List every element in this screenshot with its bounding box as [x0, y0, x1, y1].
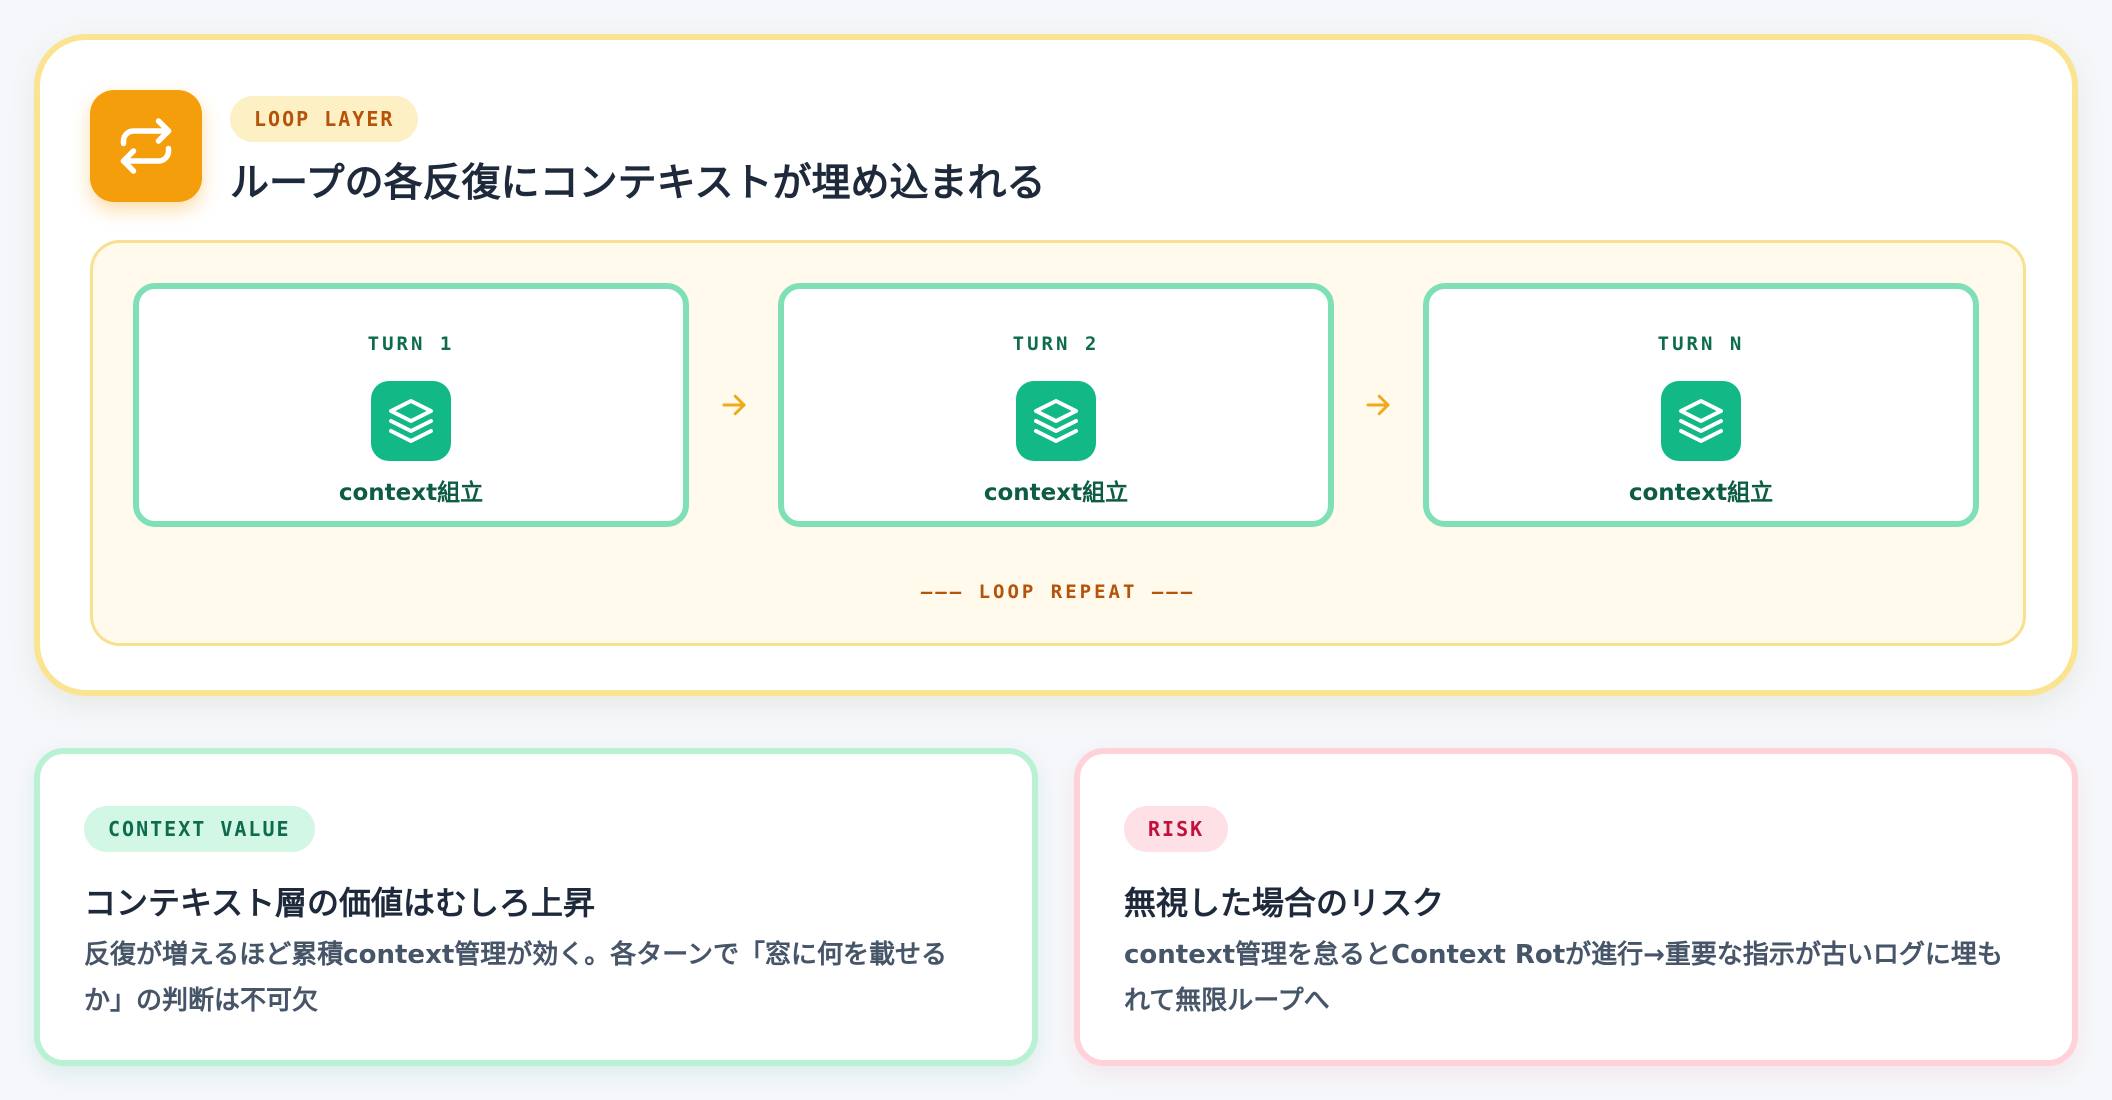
repeat-icon: [90, 90, 202, 202]
risk-card: RISK 無視した場合のリスク context管理を怠るとContext Rot…: [1074, 748, 2078, 1066]
loop-layer-badge: LOOP LAYER: [230, 96, 419, 142]
turn-card-1: TURN 1 context組立: [133, 283, 689, 527]
risk-title: 無視した場合のリスク: [1124, 884, 1445, 922]
turn-label: TURN N: [1657, 333, 1745, 355]
turn-card-n: TURN N context組立: [1423, 283, 1979, 527]
arrow-right-icon: [717, 388, 751, 422]
turn-card-2: TURN 2 context組立: [778, 283, 1334, 527]
loop-diagram: TURN 1 context組立 TURN 2: [90, 240, 2026, 646]
turn-text: context組立: [1628, 480, 1774, 506]
context-value-badge: CONTEXT VALUE: [84, 806, 315, 852]
layers-icon: [1016, 381, 1096, 461]
context-value-body: 反復が増えるほど累積context管理が効く。各ターンで「窓に何を載せるか」の判…: [84, 940, 947, 1016]
risk-badge: RISK: [1124, 806, 1229, 852]
layers-icon: [371, 381, 451, 461]
loop-layer-card: LOOP LAYER ループの各反復にコンテキストが埋め込まれる TURN 1 …: [34, 34, 2078, 696]
loop-layer-title: ループの各反復にコンテキストが埋め込まれる: [230, 161, 1046, 206]
arrow-right-icon: [1361, 388, 1395, 422]
risk-body: context管理を怠るとContext Rotが進行→重要な指示が古いログに埋…: [1124, 940, 2003, 1016]
turn-label: TURN 1: [367, 333, 455, 355]
turn-text: context組立: [983, 480, 1129, 506]
context-value-card: CONTEXT VALUE コンテキスト層の価値はむしろ上昇 反復が増えるほど累…: [34, 748, 1038, 1066]
context-value-title: コンテキスト層の価値はむしろ上昇: [84, 884, 596, 922]
turn-label: TURN 2: [1012, 333, 1100, 355]
loop-repeat-label: ——— LOOP REPEAT ———: [920, 581, 1196, 603]
turn-text: context組立: [338, 480, 484, 506]
layers-icon: [1661, 381, 1741, 461]
